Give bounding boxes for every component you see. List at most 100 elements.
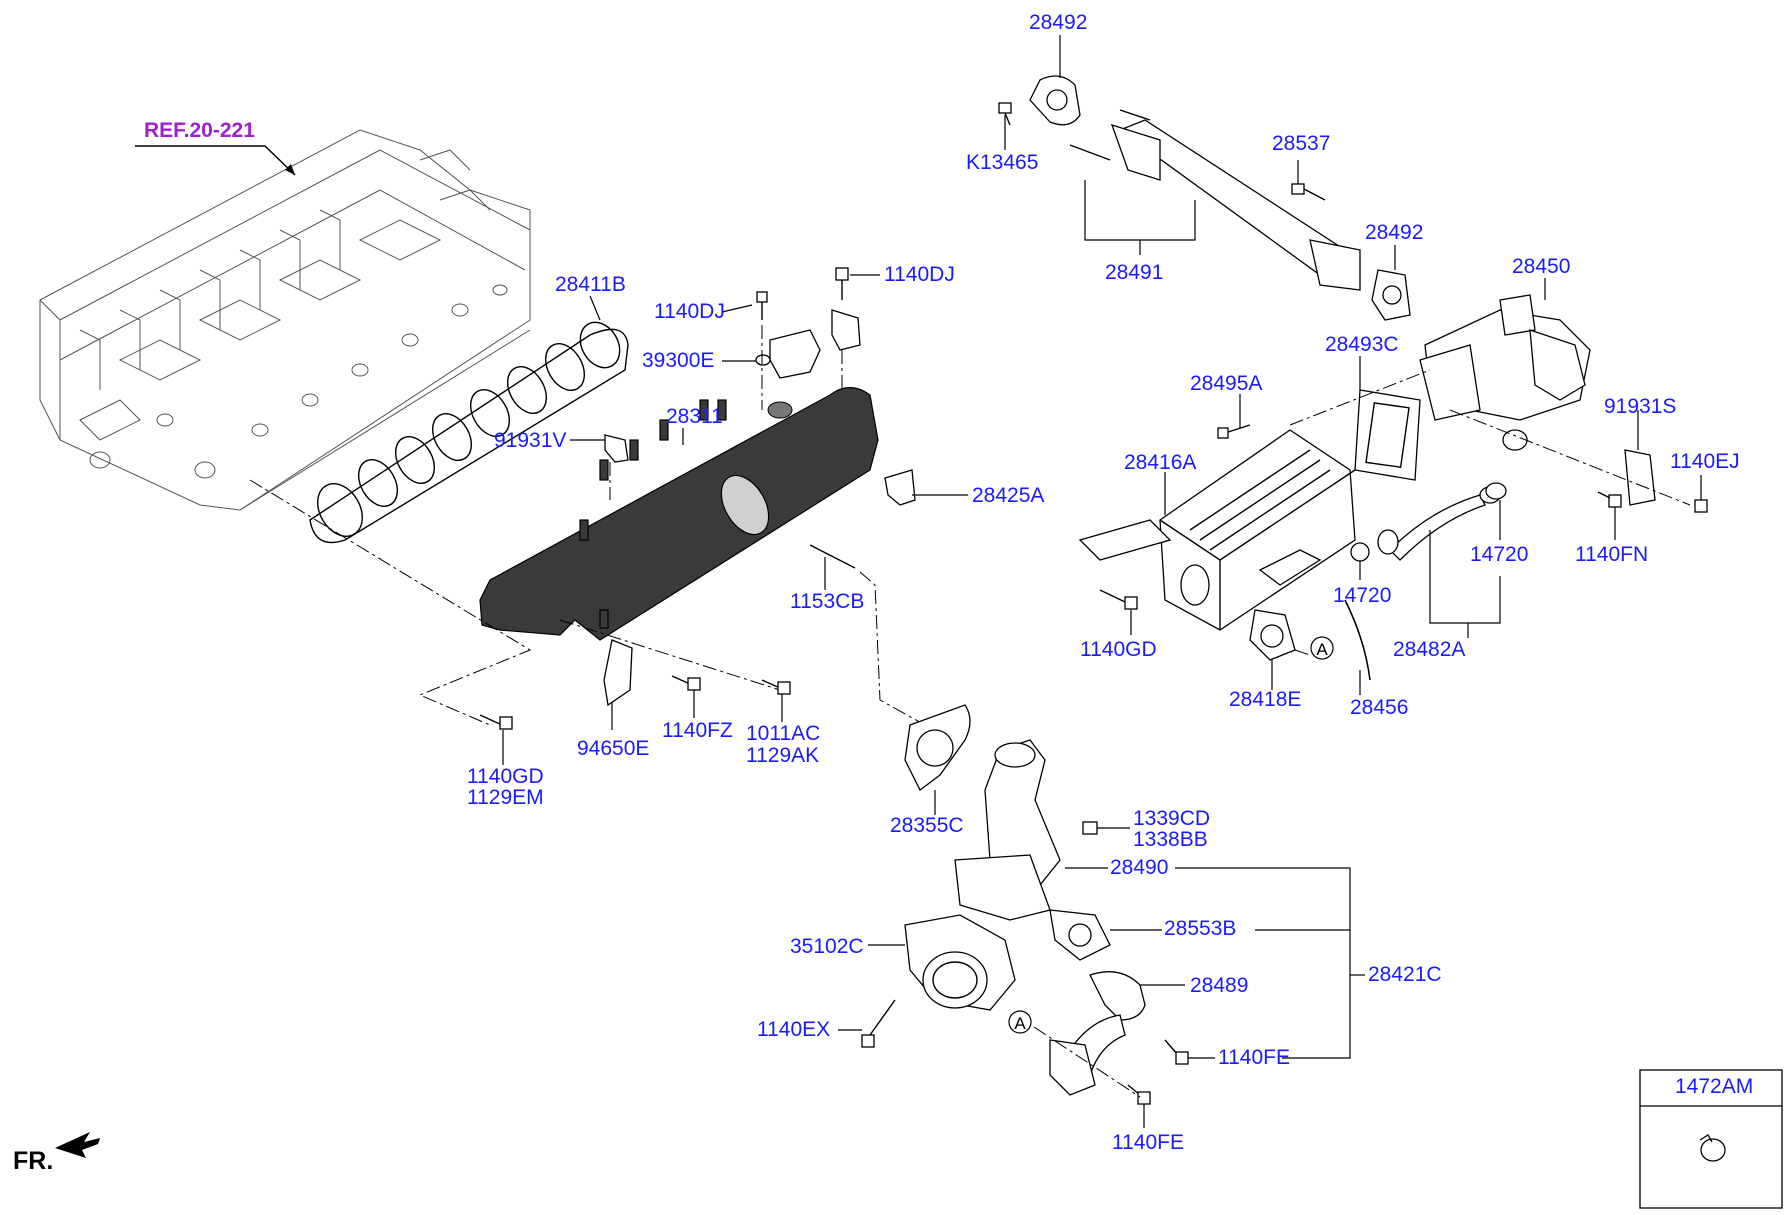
nut-1339CD [1082, 821, 1098, 835]
leader-28411B [589, 295, 601, 321]
bolt-1140FE-b [1127, 1084, 1151, 1105]
label-1140DJ-left: 1140DJ [654, 300, 725, 323]
label-28537: 28537 [1272, 132, 1331, 155]
label-91931S: 91931S [1604, 395, 1677, 418]
bolt-1140GD-right [1099, 589, 1138, 610]
egr-tube-28489 [1049, 971, 1146, 1096]
intake-manifold-28311 [479, 386, 879, 641]
bolt-28495A [1217, 424, 1251, 439]
bolt-1140EX [861, 999, 896, 1048]
label-1472AM: 1472AM [1675, 1075, 1754, 1098]
pressure-sensor-39300E [755, 329, 821, 379]
label-94650E: 94650E [577, 737, 650, 760]
label-28493C: 28493C [1325, 333, 1399, 356]
bolt-1011AC [761, 679, 791, 695]
clamp-14720-b [1350, 542, 1370, 562]
connector-marker-top-text: A [1316, 640, 1328, 659]
label-28421C: 28421C [1368, 963, 1442, 986]
bracket-28421C [1175, 867, 1351, 1059]
connector-marker-top [1310, 636, 1334, 660]
axis-lower-right [559, 619, 781, 691]
bolt-28537 [1291, 183, 1326, 201]
throttle-body-35102C [904, 914, 1016, 1011]
label-1140FE-a: 1140FE [1218, 1046, 1290, 1069]
label-28416A: 28416A [1124, 451, 1197, 474]
label-1140FE-b: 1140FE [1112, 1131, 1184, 1154]
label-1140GD-left: 1140GD [467, 765, 544, 788]
label-28490: 28490 [1110, 856, 1169, 879]
gasket-28493C [1354, 389, 1421, 481]
bolt-1140FN [1597, 491, 1622, 508]
gasket-28355C [904, 704, 971, 791]
ref-arrow [285, 164, 295, 175]
label-28491: 28491 [1105, 261, 1164, 284]
label-28450: 28450 [1512, 255, 1571, 278]
label-28456: 28456 [1350, 696, 1409, 719]
front-label: FR. [13, 1147, 54, 1175]
bracket-94650E [603, 639, 633, 707]
leader-1140DJ-left [721, 304, 753, 313]
gasket-28553B [1049, 909, 1111, 961]
gasket-28418E [1249, 609, 1296, 661]
label-28311: 28311 [666, 405, 723, 428]
axis-lower-left [249, 479, 532, 726]
ref-leader [135, 145, 296, 176]
label-28355C: 28355C [890, 814, 964, 837]
axis-1153CB [859, 571, 926, 726]
label-28495A: 28495A [1190, 372, 1263, 395]
label-1140EJ: 1140EJ [1670, 450, 1740, 473]
front-arrow-icon [55, 1132, 100, 1158]
axis-1140EJ [1449, 409, 1691, 506]
label-1140GD-right: 1140GD [1080, 638, 1157, 661]
clamp-14720-a [1485, 482, 1507, 500]
tube-28456 [1344, 599, 1371, 681]
bracket-28491 [1084, 180, 1196, 241]
bolt-1140GD-left [479, 714, 513, 730]
egr-pipe-28491 [1069, 109, 1361, 291]
label-91931V: 91931V [494, 429, 567, 452]
bolt-1140FE-a [1164, 1039, 1189, 1065]
manifold-gasket-28411B [309, 321, 629, 544]
label-1011AC: 1011AC [746, 722, 821, 745]
axis-A-bottom [1033, 1026, 1141, 1098]
label-28482A: 28482A [1393, 638, 1466, 661]
label-1338BB: 1338BB [1133, 828, 1208, 851]
bracket-28425A [884, 469, 916, 506]
ref-label: REF.20-221 [144, 119, 255, 142]
label-14720-a: 14720 [1470, 543, 1529, 566]
bolt-K13465 [998, 102, 1012, 126]
gasket-28492-right [1371, 269, 1411, 321]
bolt-1140FZ [671, 675, 701, 691]
connector-marker-bottom-text: A [1014, 1014, 1026, 1033]
label-28492-top: 28492 [1029, 11, 1088, 34]
label-28492-right: 28492 [1365, 221, 1424, 244]
label-1339CD: 1339CD [1133, 807, 1211, 830]
egr-cooler-28416A [1078, 429, 1356, 631]
bolt-1140DJ-left [756, 291, 768, 320]
label-K13465: K13465 [966, 151, 1039, 174]
label-28425A: 28425A [972, 484, 1045, 507]
label-1140EX: 1140EX [757, 1018, 831, 1041]
bolt-1140DJ-right [831, 267, 861, 351]
bracket-28482A [1429, 530, 1501, 624]
label-28411B: 28411B [555, 273, 626, 296]
label-1153CB: 1153CB [790, 590, 865, 613]
label-28553B: 28553B [1164, 917, 1237, 940]
legend-box-1472AM [1639, 1069, 1783, 1209]
gasket-28492-top [1029, 75, 1081, 126]
label-39300E: 39300E [642, 349, 715, 372]
stud-1153CB [809, 544, 856, 569]
label-28418E: 28418E [1229, 688, 1302, 711]
egr-pipe-28490 [954, 739, 1061, 921]
axis-A-top [1294, 649, 1311, 656]
connector-marker-bottom [1008, 1010, 1032, 1034]
label-14720-b: 14720 [1333, 584, 1392, 607]
cylinder-head-reference [39, 129, 531, 511]
label-1129EM: 1129EM [467, 786, 544, 809]
label-1140DJ-right: 1140DJ [884, 263, 955, 286]
label-1140FN: 1140FN [1575, 543, 1649, 566]
egr-valve-28450 [1419, 294, 1591, 451]
label-35102C: 35102C [790, 935, 864, 958]
